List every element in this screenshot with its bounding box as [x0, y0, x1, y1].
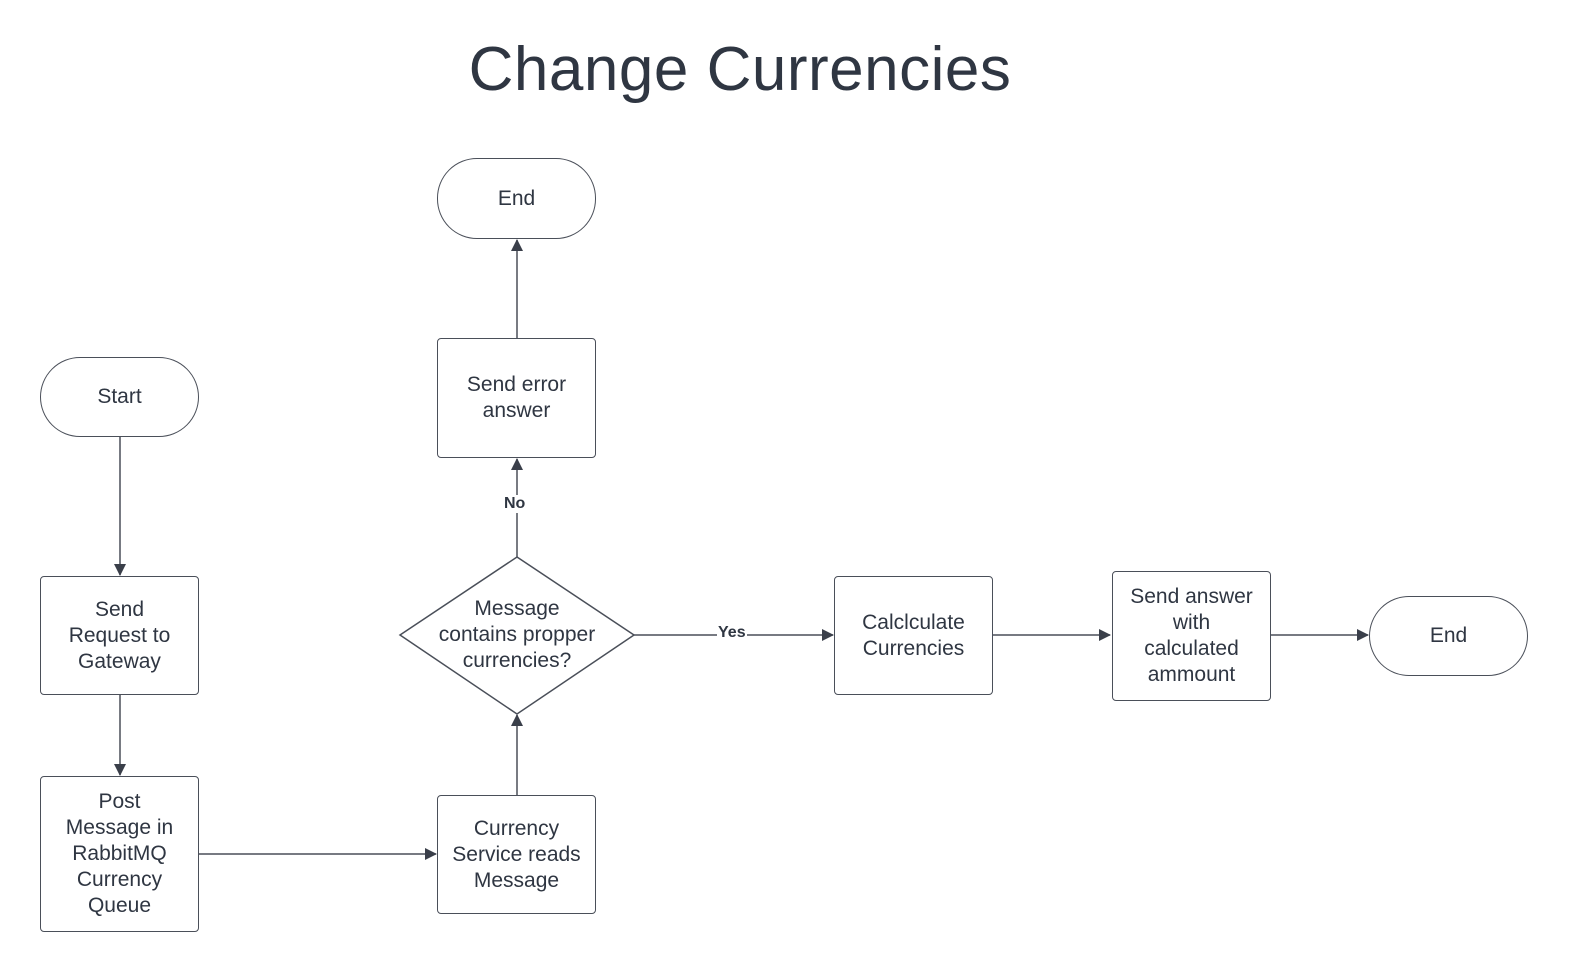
diagram-title: Change Currencies — [468, 35, 1012, 104]
post-message-box: Post Message in RabbitMQ Currency Queue — [40, 776, 199, 932]
calculate-box: Calclculate Currencies — [834, 576, 993, 695]
end-terminal-top: End — [437, 158, 596, 239]
edge-label-yes: Yes — [717, 624, 747, 642]
currency-service-box: Currency Service reads Message — [437, 795, 596, 914]
edge-label-no: No — [503, 495, 527, 513]
end-terminal-right: End — [1369, 596, 1528, 676]
send-error-box: Send error answer — [437, 338, 596, 458]
decision-label: Message contains propper currencies? — [438, 597, 596, 672]
send-request-box: Send Request to Gateway — [40, 576, 199, 695]
decision-diamond — [398, 556, 636, 715]
start-terminal: Start — [40, 357, 199, 437]
send-answer-box: Send answer with calculated ammount — [1112, 571, 1271, 701]
